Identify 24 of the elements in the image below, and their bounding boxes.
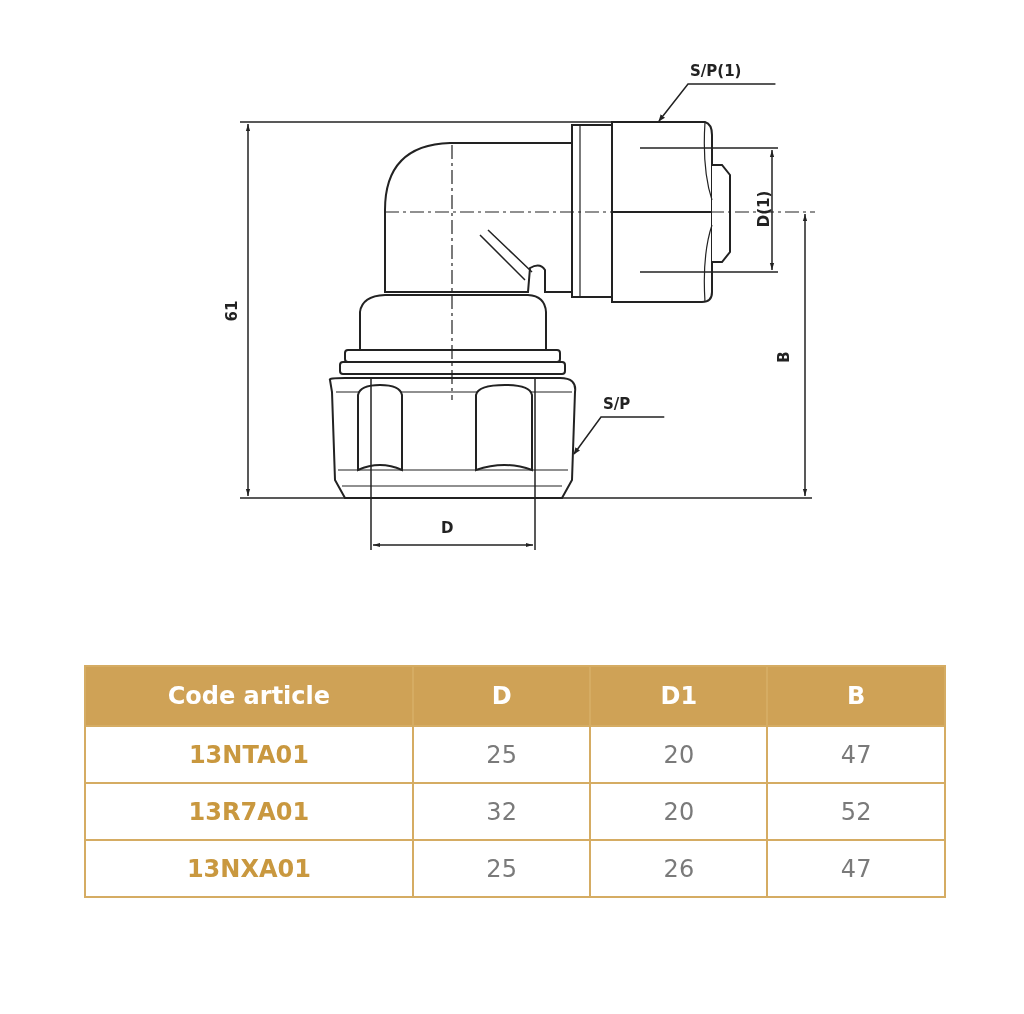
value-cell: 25 (412, 726, 591, 783)
dimension-label: D (441, 519, 454, 537)
dimension-label: B (774, 351, 793, 363)
value-cell: 26 (590, 840, 768, 897)
value-cell: 32 (412, 783, 591, 840)
value-cell: 25 (412, 840, 591, 897)
dimension-label: D(1) (755, 190, 774, 228)
value-cell: 47 (767, 840, 945, 897)
part-label: S/P(1) (688, 62, 776, 84)
leader-line (573, 416, 666, 455)
code-cell: 13NXA01 (85, 840, 413, 897)
code-cell: 13R7A01 (85, 783, 413, 840)
code-cell: 13NTA01 (85, 726, 413, 783)
header-cell: D1 (590, 666, 768, 726)
dimension-label: 61 (223, 300, 242, 322)
value-cell: 20 (590, 783, 768, 840)
value-cell: 20 (590, 726, 768, 783)
header-cell: B (767, 666, 945, 726)
header-cell: Code article (85, 666, 413, 726)
value-cell: 47 (767, 726, 945, 783)
header-cell: D (412, 666, 591, 726)
leader-line (658, 83, 777, 122)
part-label: S/P (601, 395, 665, 417)
value-cell: 52 (767, 783, 945, 840)
